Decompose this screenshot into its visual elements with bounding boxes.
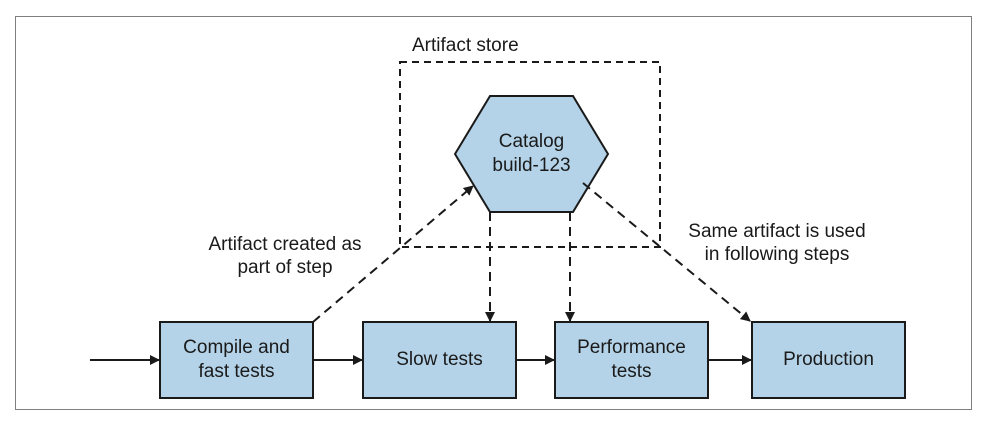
step-label-line: Production xyxy=(783,349,874,370)
step-label-performance: Performance tests xyxy=(555,322,708,398)
step-label-slow-tests: Slow tests xyxy=(363,322,516,398)
artifact-reused-annotation: Same artifact is used in following steps xyxy=(672,220,882,266)
step-label-line: Compile and xyxy=(183,337,290,358)
artifact-name: Catalog xyxy=(498,131,565,152)
step-label-compile: Compile and fast tests xyxy=(160,322,313,398)
artifact-build-id: build-123 xyxy=(492,155,571,176)
artifact-store-title: Artifact store xyxy=(412,35,519,56)
step-label-line: tests xyxy=(611,361,652,382)
step-label-line: Performance xyxy=(577,337,686,358)
artifact-created-annotation: Artifact created as part of step xyxy=(190,233,380,279)
artifact-created-arrow xyxy=(312,185,474,323)
artifact-to-production-arrow xyxy=(582,182,751,322)
annotation-line: in following steps xyxy=(704,244,850,265)
annotation-line: part of step xyxy=(237,257,333,278)
step-box-production xyxy=(751,321,906,399)
artifact-store-boundary xyxy=(399,61,661,248)
step-label-line: Slow tests xyxy=(396,349,483,370)
step-box-compile xyxy=(159,321,314,399)
step-label-production: Production xyxy=(752,322,905,398)
annotation-line: Same artifact is used xyxy=(688,221,866,242)
step-box-performance xyxy=(554,321,709,399)
artifact-label: Catalog build-123 xyxy=(470,114,593,194)
annotation-line: Artifact created as xyxy=(208,234,362,255)
step-label-line: fast tests xyxy=(198,361,275,382)
diagram-frame xyxy=(15,16,972,410)
